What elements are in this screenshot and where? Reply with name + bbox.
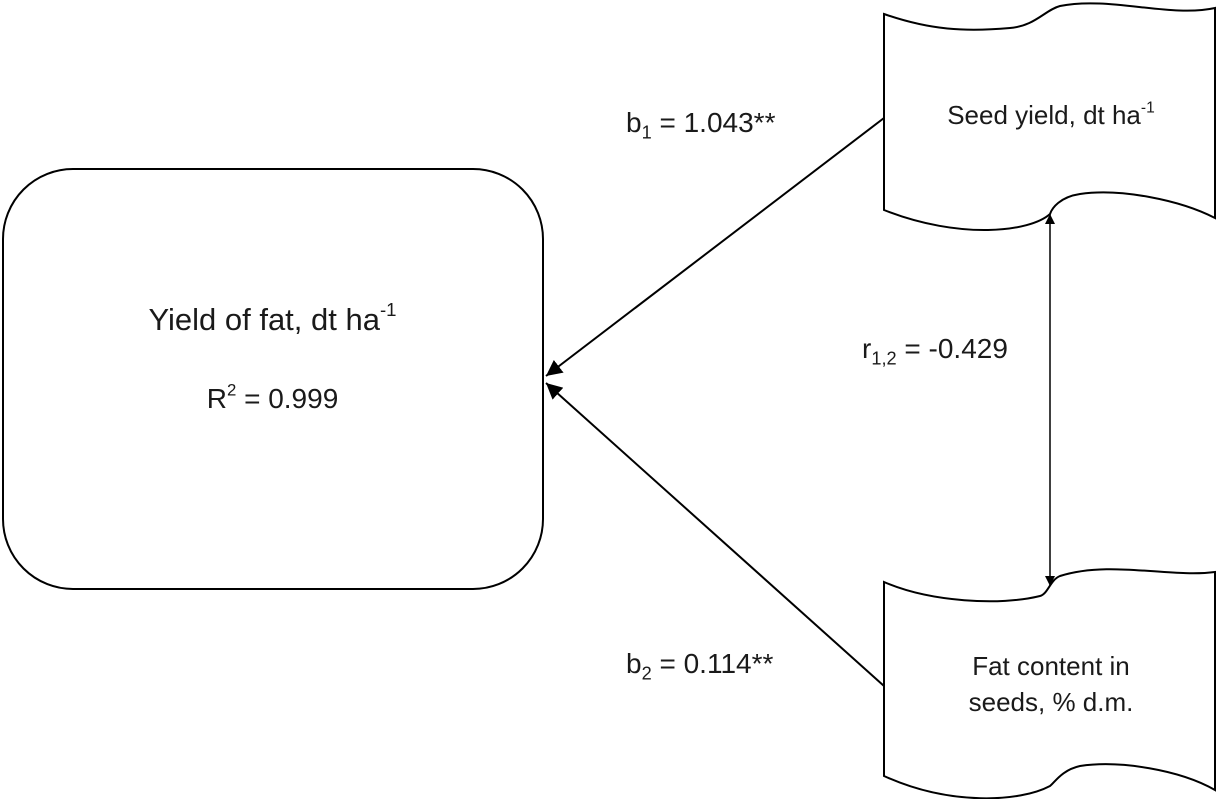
predictor-2-label: Fat content in seeds, % d.m. [884,648,1218,720]
path-coefficient-b1: b1 = 1.043** [626,107,776,143]
path-arrow-b1 [545,117,885,377]
predictor-2-shape [883,568,1216,799]
r-squared-label: R2 = 0.999 [206,380,339,414]
path-coefficient-b2: b2 = 0.114** [626,648,774,684]
predictor-1-shape [883,2,1216,231]
predictor-2-label-line-1: Fat content in [972,651,1130,681]
correlation-coefficient: r1,2 = -0.429 [862,333,1008,369]
outcome-node-title: Yield of fat, dt ha-1 [148,299,397,337]
outcome-node-box [2,168,544,590]
predictor-1-label: Seed yield, dt ha-1 [947,99,1155,130]
predictor-2-label-line-2: seeds, % d.m. [968,687,1134,717]
path-arrow-b2 [545,382,885,687]
